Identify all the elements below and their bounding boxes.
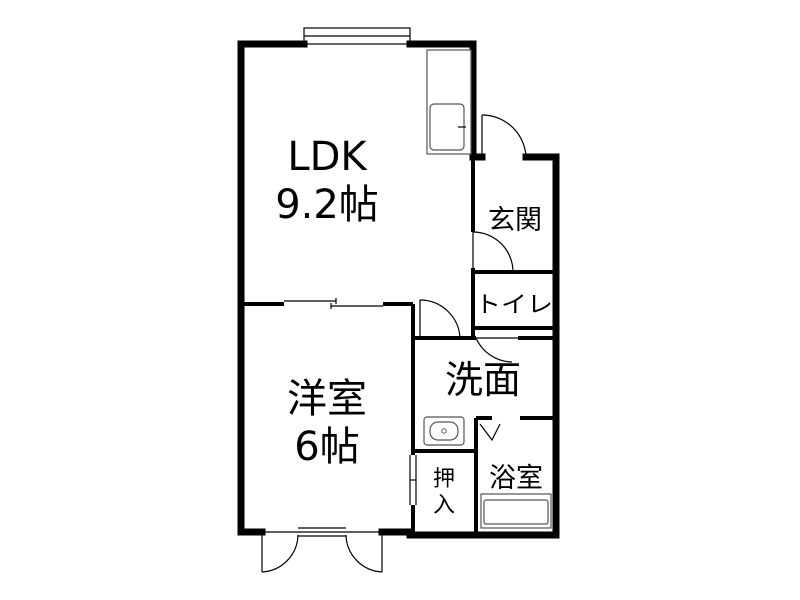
door-ldk-entrance [472, 231, 514, 273]
door-toilet [475, 337, 518, 363]
room-closet-label-1: 押 [433, 467, 455, 492]
kitchen-counter [426, 49, 472, 155]
balcony-doors [261, 527, 383, 573]
door-entrance [481, 114, 527, 158]
door-washroom [419, 299, 461, 339]
room-toilet-name: トイレ [475, 292, 553, 318]
room-ldk-size: 9.2帖 [275, 182, 379, 228]
room-western-name: 洋室 [287, 376, 367, 422]
sliding-door-ldk-western [284, 298, 383, 309]
room-entrance-name: 玄関 [488, 205, 542, 236]
washbasin [423, 416, 465, 446]
window-ldk-top [303, 27, 411, 45]
closet-door [409, 455, 417, 505]
room-bathroom-name: 浴室 [489, 463, 543, 494]
room-washroom-name: 洗面 [445, 358, 521, 402]
door-bathroom [479, 423, 501, 442]
room-closet-label-2: 入 [433, 493, 455, 518]
outer-walls [237, 40, 560, 539]
bathtub [480, 493, 552, 529]
room-ldk-name: LDK [287, 134, 368, 180]
interior-walls [243, 157, 556, 533]
room-western-size: 6帖 [294, 424, 359, 470]
